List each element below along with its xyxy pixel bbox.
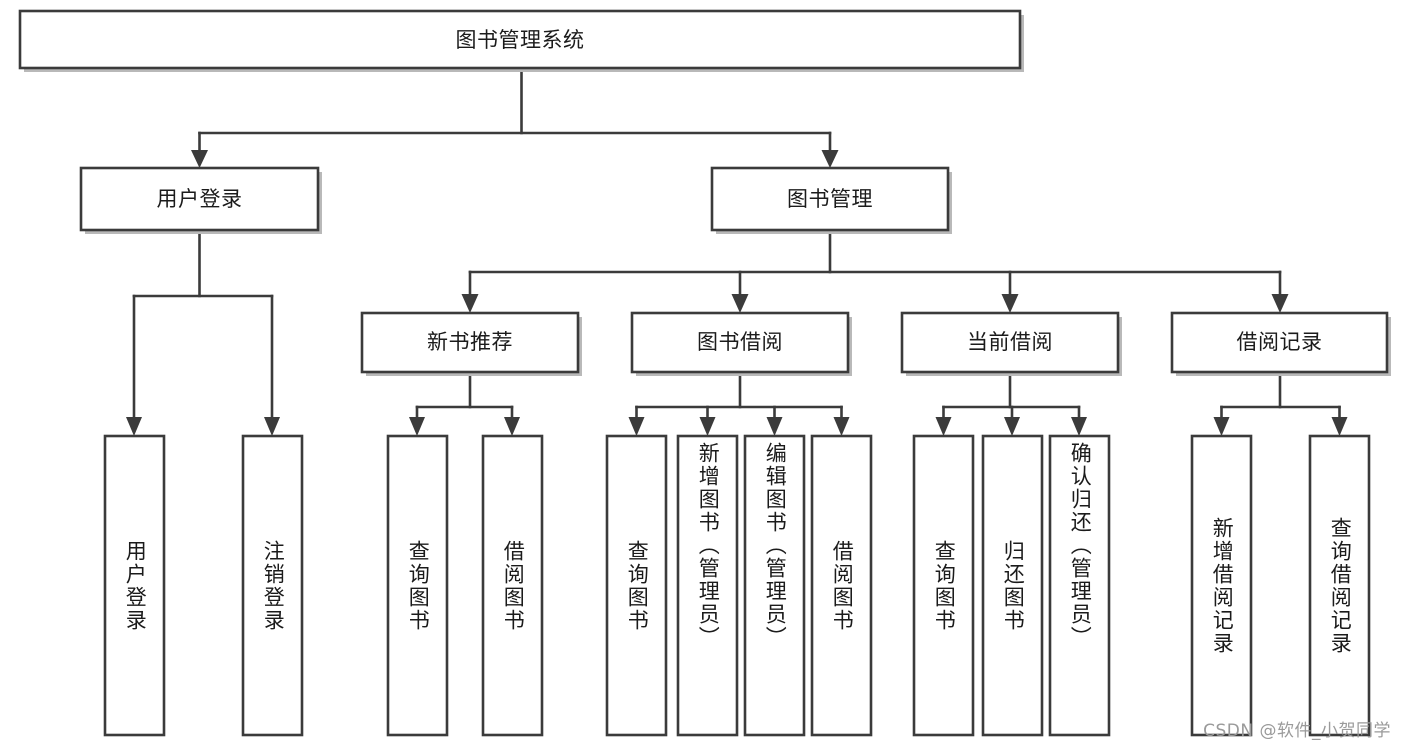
node-book-management-label: 图书管理 bbox=[787, 187, 873, 211]
leaf-box-book-borrow-4[interactable] bbox=[810, 434, 873, 737]
connector-group-new-book bbox=[409, 373, 520, 436]
leaf-box-book-borrow-3[interactable] bbox=[743, 434, 806, 737]
leaf-box-book-borrow-1[interactable] bbox=[605, 434, 668, 737]
leaf-box-new-book-1[interactable] bbox=[386, 434, 449, 737]
arrowhead-leaf-book-borrow-2 bbox=[699, 417, 716, 436]
leaf-box-user-login-1[interactable] bbox=[103, 434, 166, 737]
leaf-group-user-login bbox=[103, 434, 304, 737]
arrowhead-book-mgmt bbox=[821, 150, 839, 168]
node-book-management[interactable]: 图书管理 bbox=[710, 166, 952, 234]
arrowhead-leaf-current-borrow-2 bbox=[1004, 417, 1020, 436]
node-root-box[interactable] bbox=[18, 9, 1022, 70]
node-book-borrow-box[interactable] bbox=[630, 311, 850, 374]
arrowhead-leaf-new-book-1 bbox=[409, 417, 425, 436]
leaf-box-book-borrow-2[interactable] bbox=[676, 434, 739, 737]
node-borrow-record-box[interactable] bbox=[1170, 311, 1389, 374]
leaf-group-book-borrow bbox=[605, 434, 873, 737]
arrowhead-leaf-borrow-record-2 bbox=[1331, 417, 1348, 436]
arrowhead-book-borrow bbox=[731, 294, 749, 313]
leaf-box-current-borrow-1[interactable] bbox=[912, 434, 975, 737]
connector-group-root bbox=[191, 66, 839, 168]
leaf-group-new-book bbox=[386, 434, 544, 737]
arrowhead-leaf-borrow-record-1 bbox=[1213, 417, 1230, 436]
watermark-text: CSDN @软件_小贺同学 bbox=[1203, 721, 1391, 741]
node-current-borrow[interactable]: 当前借阅 bbox=[900, 311, 1122, 376]
leaf-box-user-login-2[interactable] bbox=[241, 434, 304, 737]
node-user-login-box[interactable] bbox=[79, 166, 320, 232]
arrowhead-borrow-record bbox=[1271, 294, 1289, 313]
leaf-box-current-borrow-3[interactable] bbox=[1048, 434, 1111, 737]
node-new-book-recommend[interactable]: 新书推荐 bbox=[360, 311, 582, 376]
leaf-box-borrow-record-1[interactable] bbox=[1190, 434, 1253, 737]
arrowhead-new-book bbox=[461, 294, 479, 313]
leaf-box-borrow-record-2[interactable] bbox=[1308, 434, 1371, 737]
arrowhead-leaf-current-borrow-3 bbox=[1071, 417, 1087, 436]
node-new-book-recommend-box[interactable] bbox=[360, 311, 580, 374]
node-user-login[interactable]: 用户登录 bbox=[79, 166, 322, 234]
node-book-management-box[interactable] bbox=[710, 166, 950, 232]
node-user-login-label: 用户登录 bbox=[157, 187, 243, 211]
arrowhead-leaf-user-login-1 bbox=[126, 417, 142, 436]
arrowhead-leaf-user-login-2 bbox=[264, 417, 280, 436]
connector-group-book-borrow bbox=[628, 373, 850, 436]
connector-group-book-mgmt bbox=[461, 230, 1289, 313]
node-book-borrow[interactable]: 图书借阅 bbox=[630, 311, 852, 376]
arrowhead-leaf-new-book-2 bbox=[504, 417, 520, 436]
arrowhead-leaf-book-borrow-3 bbox=[766, 417, 783, 436]
node-root-label: 图书管理系统 bbox=[456, 28, 585, 52]
leaf-group-current-borrow bbox=[912, 434, 1111, 737]
leaf-box-current-borrow-2[interactable] bbox=[981, 434, 1044, 737]
node-new-book-recommend-label: 新书推荐 bbox=[427, 330, 513, 354]
arrowhead-user-login bbox=[191, 150, 208, 168]
leaf-group-borrow-record bbox=[1190, 434, 1371, 737]
node-current-borrow-box[interactable] bbox=[900, 311, 1120, 374]
node-borrow-record-label: 借阅记录 bbox=[1237, 330, 1323, 354]
arrowhead-current-borrow bbox=[1001, 294, 1019, 313]
connector-group-borrow-record bbox=[1213, 373, 1348, 436]
arrowhead-leaf-book-borrow-4 bbox=[833, 417, 850, 436]
node-borrow-record[interactable]: 借阅记录 bbox=[1170, 311, 1391, 376]
arrowhead-leaf-book-borrow-1 bbox=[628, 417, 645, 436]
connector-group-user-login bbox=[126, 230, 280, 436]
node-root[interactable]: 图书管理系统 bbox=[18, 9, 1024, 72]
leaf-box-new-book-2[interactable] bbox=[481, 434, 544, 737]
connector-group-current-borrow bbox=[935, 373, 1087, 436]
node-current-borrow-label: 当前借阅 bbox=[967, 330, 1053, 354]
node-book-borrow-label: 图书借阅 bbox=[697, 330, 783, 354]
arrowhead-leaf-current-borrow-1 bbox=[935, 417, 952, 436]
